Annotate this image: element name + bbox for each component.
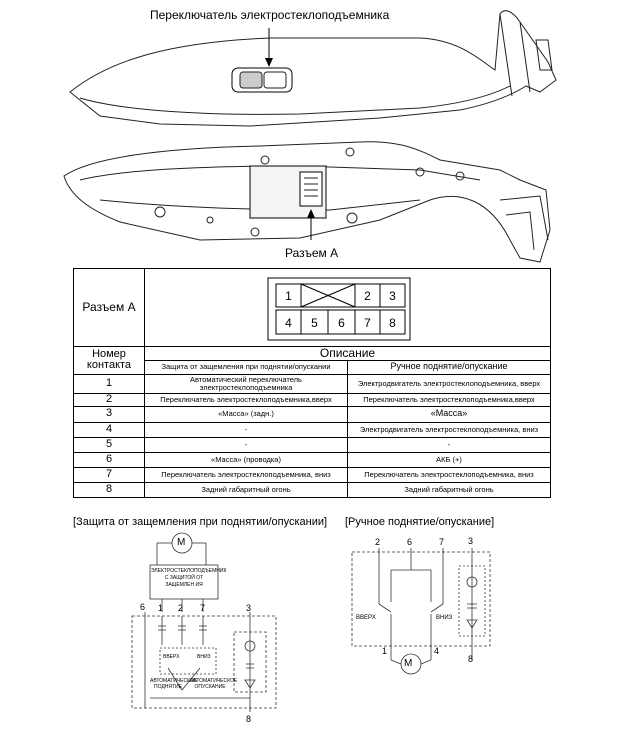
connector-pin: 6 — [338, 315, 345, 330]
table-row: 1 Автоматический переключатель электрост… — [73, 373, 551, 394]
left-schematic-title: [Защита от защемления при поднятии/опуск… — [73, 516, 328, 528]
table-row: 6 «Масса» (проводка) АКБ (+) — [73, 451, 551, 468]
pin-number: 6 — [407, 537, 413, 547]
connector-spec-table: Разъем A Номер контакта Описание Защита … — [73, 268, 551, 498]
col-a-cell: - — [144, 436, 348, 453]
left-schematic-lines — [131, 532, 277, 712]
col-a-cell: Переключатель электростеклоподъемника,вв… — [144, 392, 348, 407]
right-schematic-lines — [351, 548, 491, 675]
pin-number: 1 — [382, 646, 388, 656]
table-row: 3 «Масса» (задн.) «Масса» — [73, 405, 551, 423]
col-a-cell: «Масса» (задн.) — [144, 405, 348, 423]
col-b-cell: - — [347, 436, 551, 453]
col-b-cell: Переключатель электростеклоподъемника,вв… — [347, 392, 551, 407]
col-a-cell: Переключатель электростеклоподъемника, в… — [144, 466, 348, 483]
pin-cell: 8 — [73, 481, 145, 498]
col-b-cell: Переключатель электростеклоподъемника, в… — [347, 466, 551, 483]
connector-pin: 3 — [389, 288, 396, 303]
pin-number: 8 — [468, 654, 474, 664]
connector-pin: 5 — [311, 315, 318, 330]
connector-caption: Разъем A — [285, 246, 339, 260]
connector-pin: 1 — [285, 288, 292, 303]
motor-label: M — [177, 537, 186, 548]
switch-up-label: ВВЕРХ — [356, 615, 376, 621]
motor-label: M — [404, 658, 413, 669]
auto-up-label: АВТОМАТИЧЕСКОЕ ПОДНЯТИЕ — [150, 678, 198, 690]
pin-number: 4 — [434, 646, 440, 656]
pin-number: 6 — [140, 602, 146, 612]
armrest-top-view — [69, 10, 557, 127]
module-label: ЭЛЕКТРОСТЕКЛОПОДЪЕМНИК С ЗАЩИТОЙ ОТ ЗАЩЕ… — [151, 568, 227, 588]
table-row: 5 - - — [73, 436, 551, 453]
col-b-cell: «Масса» — [347, 405, 551, 423]
armrest-bottom-view — [63, 141, 551, 263]
pin-number: 7 — [439, 537, 445, 547]
col-a-cell: Задний габаритный огонь — [144, 481, 348, 498]
col-b-cell: Электродвигатель электростеклоподъемника… — [347, 373, 551, 394]
pin-cell: 2 — [73, 392, 145, 407]
pin-number: 8 — [246, 714, 252, 724]
pin-cell: 5 — [73, 436, 145, 453]
connector-pin: 7 — [364, 315, 371, 330]
pin-number: 1 — [158, 603, 164, 613]
connector-pin: 4 — [285, 315, 292, 330]
table-row: 2 Переключатель электростеклоподъемника,… — [73, 392, 551, 407]
col-b-cell: Задний габаритный огонь — [347, 481, 551, 498]
connector-label: Разъем A — [73, 268, 145, 347]
desc-header: Описание — [144, 346, 551, 361]
col-a-cell: Автоматический переключатель электростек… — [144, 373, 348, 394]
col-a-header: Защита от защемления при поднятии/опуска… — [144, 359, 348, 375]
pin-number: 2 — [375, 537, 381, 547]
table-row: 7 Переключатель электростеклоподъемника,… — [73, 466, 551, 483]
connector-pin: 8 — [389, 315, 396, 330]
switch-down-label: ВНИЗ — [436, 615, 453, 621]
switch-down-label: ВНИЗ — [197, 654, 211, 660]
switch-up-label: ВВЕРХ — [163, 654, 180, 660]
pin-header: Номер контакта — [73, 346, 145, 375]
pin-cell: 6 — [73, 451, 145, 468]
pin-number: 7 — [200, 603, 206, 613]
table-row: 8 Задний габаритный огонь Задний габарит… — [73, 481, 551, 498]
pin-cell: 1 — [73, 373, 145, 394]
pin-cell: 3 — [73, 405, 145, 423]
col-b-header: Ручное поднятие/опускание — [347, 359, 551, 375]
auto-down-label: АВТОМАТИЧЕСКОЕ ОПУСКАНИЕ — [190, 678, 238, 690]
pin-number: 3 — [246, 603, 252, 613]
connector-face-cell — [144, 268, 551, 347]
pin-cell: 7 — [73, 466, 145, 483]
col-a-cell: «Масса» (проводка) — [144, 451, 348, 468]
connector-pin: 2 — [364, 288, 371, 303]
switch-caption: Переключатель электростеклоподъемника — [150, 8, 390, 22]
col-a-cell: - — [144, 421, 348, 438]
pin-number: 2 — [178, 603, 184, 613]
col-b-cell: Электродвигатель электростеклоподъемника… — [347, 421, 551, 438]
right-schematic-title: [Ручное поднятие/опускание] — [345, 516, 495, 528]
table-row: 4 - Электродвигатель электростеклоподъем… — [73, 421, 551, 438]
pin-cell: 4 — [73, 421, 145, 438]
col-b-cell: АКБ (+) — [347, 451, 551, 468]
pin-number: 3 — [468, 536, 474, 546]
